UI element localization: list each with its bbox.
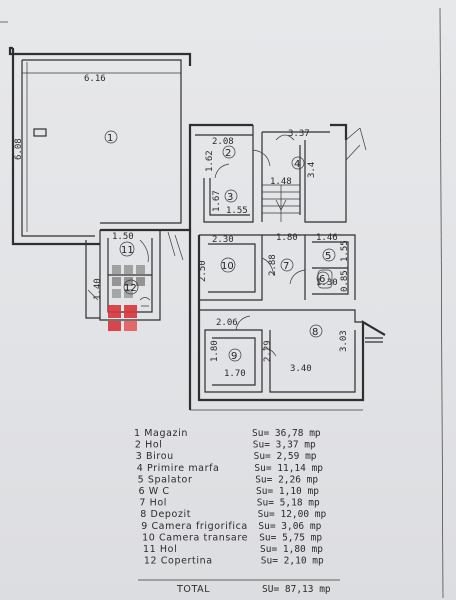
- dim-room-4-width: 3.37: [288, 129, 310, 139]
- room-marker-6: 6: [316, 271, 330, 285]
- dimension-labels: 6.16 6.08 2.08 3.37 1.62 1.48 3.4 1.67 1…: [14, 72, 350, 379]
- dim-room-7-width: 1.80: [276, 233, 298, 243]
- legend-row-value: Su= 3,37 mp: [253, 440, 316, 451]
- dim-room-12-height: 1.40: [93, 278, 103, 300]
- room-1-column: [33, 128, 47, 137]
- legend-row-label: 5 Spalator: [138, 474, 193, 485]
- svg-text:8: 8: [312, 327, 318, 338]
- room-marker-9: 9: [228, 348, 242, 362]
- legend-row-label: 9 Camera frigorifica: [141, 521, 248, 532]
- legend-row-value: Su= 5,75 mp: [259, 532, 322, 543]
- rear-block-walls: [188, 230, 386, 410]
- legend-row-label: 12 Copertina: [144, 556, 213, 567]
- legend-row-value: Su= 2,10 mp: [261, 556, 324, 567]
- svg-text:2: 2: [225, 148, 231, 159]
- legend-row-label: 10 Camera transare: [142, 532, 248, 543]
- room-1-outline: [8, 46, 348, 246]
- svg-text:5: 5: [325, 251, 331, 262]
- room-marker-11: 11: [119, 241, 135, 257]
- dim-height-room-1: 6.08: [14, 138, 24, 160]
- svg-text:10: 10: [221, 261, 234, 272]
- dim-stair-width: 1.48: [270, 177, 292, 187]
- dim-room-2-width: 2.08: [212, 137, 234, 147]
- legend-row-label: 8 Depozit: [140, 509, 191, 520]
- room-markers: 1 2 3 4 5 6 7 8 9 10 11 12: [104, 130, 336, 362]
- dim-room-10-width: 2.30: [212, 235, 234, 245]
- legend-row-value: Su= 3,06 mp: [258, 521, 321, 532]
- double-door: [345, 127, 367, 161]
- dim-room-5-width: 1.46: [316, 233, 338, 243]
- room-marker-4: 4: [291, 156, 305, 170]
- room-marker-7: 7: [280, 258, 294, 272]
- legend-row-value: Su= 1,80 mp: [260, 544, 323, 555]
- svg-text:11: 11: [121, 245, 134, 256]
- dim-room-9-height: 2.29: [263, 340, 273, 362]
- svg-text:7: 7: [283, 261, 289, 272]
- legend-total-label: TOTAL: [176, 584, 210, 595]
- legend-row-value: Su= 11,14 mp: [254, 463, 323, 474]
- svg-text:4: 4: [294, 159, 300, 170]
- dim-room-9-depth: 1.80: [210, 340, 220, 362]
- room-marker-10: 10: [220, 257, 236, 273]
- svg-text:12: 12: [124, 283, 137, 294]
- svg-text:3: 3: [227, 192, 233, 203]
- legend-total-value: SU= 87,13 mp: [262, 584, 331, 595]
- svg-text:9: 9: [231, 351, 237, 362]
- legend-row-value: Su= 2,59 mp: [254, 451, 317, 462]
- room-marker-5: 5: [322, 248, 336, 262]
- dim-room-9-width: 1.70: [224, 369, 246, 379]
- svg-text:6: 6: [319, 274, 325, 285]
- legend-row-label: 2 Hol: [135, 440, 163, 451]
- dim-corridor-width: 2.06: [216, 318, 238, 328]
- dim-room-10-height: 2.50: [198, 260, 208, 282]
- legend-row-value: Su= 12,00 mp: [258, 509, 327, 520]
- rooms-2-3-4-walls: [195, 125, 367, 223]
- legend-row-value: Su= 2,26 mp: [255, 474, 318, 485]
- door-arc: [252, 149, 271, 167]
- legend-row-label: 3 Birou: [136, 451, 174, 462]
- dim-room-7-height: 2.88: [268, 254, 278, 276]
- legend-row-label: 1 Magazin: [134, 428, 188, 439]
- legend-row-label: 6 W C: [139, 486, 170, 497]
- room-marker-8: 8: [309, 324, 323, 338]
- watermark-logo: [108, 265, 145, 331]
- dim-room-2-height: 1.62: [205, 150, 215, 172]
- dim-width-room-1: 6.16: [84, 74, 106, 84]
- area-legend: 1 Magazin Su= 36,78 mp 2 Hol Su= 3,37 mp 3 B…: [134, 428, 327, 567]
- legend-row-label: 7 Hol: [139, 498, 167, 509]
- legend-row-label: 11 Hol: [143, 544, 177, 555]
- room-marker-2: 2: [222, 145, 236, 159]
- stairs: [262, 184, 300, 222]
- svg-text:1: 1: [107, 133, 113, 144]
- room-marker-12: 12: [123, 279, 139, 295]
- dim-room-5-height: 1.55: [340, 240, 350, 262]
- dim-room-4-height: 3.4: [307, 162, 317, 178]
- dim-room-3-width: 1.55: [226, 206, 248, 216]
- dim-room-11-width: 1.50: [112, 232, 134, 242]
- dim-room-3-height: 1.67: [212, 190, 222, 212]
- legend-row-value: Su= 1,10 mp: [256, 486, 319, 497]
- legend-row-value: Su= 5,18 mp: [257, 498, 320, 509]
- legend-row-label: 4 Primire marfa: [137, 463, 220, 474]
- sheet-edge: [439, 7, 444, 599]
- room-marker-3: 3: [224, 189, 238, 203]
- wc-fixture: [317, 269, 333, 289]
- room-marker-1: 1: [104, 130, 118, 144]
- dim-room-8-width: 3.40: [290, 364, 312, 374]
- dim-room-6-height: 0.85: [340, 270, 350, 292]
- dim-room-8-height: 3.03: [339, 330, 349, 352]
- legend-row-value: Su= 36,78 mp: [252, 428, 321, 439]
